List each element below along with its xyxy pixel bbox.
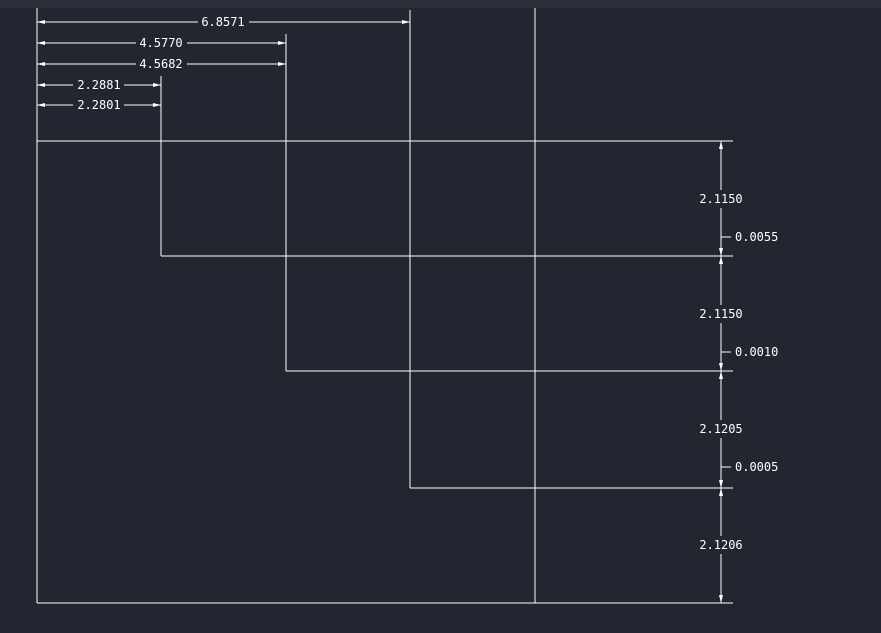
arrow-icon: [719, 248, 723, 256]
arrow-icon: [719, 141, 723, 149]
arrow-icon: [719, 595, 723, 603]
arrow-icon: [37, 41, 45, 45]
arrow-icon: [37, 103, 45, 107]
arrow-icon: [278, 62, 286, 66]
dimension-label: 4.5682: [139, 57, 182, 71]
arrow-icon: [37, 62, 45, 66]
dimension-label: 2.1205: [699, 422, 742, 436]
dimension-label: 2.1150: [699, 192, 742, 206]
arrow-icon: [37, 83, 45, 87]
arrow-icon: [37, 20, 45, 24]
arrow-icon: [153, 83, 161, 87]
dimension-label: 0.0010: [735, 345, 778, 359]
arrow-icon: [402, 20, 410, 24]
arrow-icon: [278, 41, 286, 45]
dimension-label: 2.1150: [699, 307, 742, 321]
drawing-geometry: [36, 8, 733, 604]
dimension-arrowheads: [37, 20, 723, 603]
arrow-icon: [719, 256, 723, 264]
arrow-icon: [719, 480, 723, 488]
arrow-icon: [719, 371, 723, 379]
arrow-icon: [719, 363, 723, 371]
dimension-labels: 6.8571 4.5770 4.5682 2.2881 2.2801 2.115…: [77, 15, 778, 552]
dimension-label: 2.1206: [699, 538, 742, 552]
dimension-label: 4.5770: [139, 36, 182, 50]
dimension-label: 0.0055: [735, 230, 778, 244]
dimension-label: 0.0005: [735, 460, 778, 474]
arrow-icon: [719, 488, 723, 496]
arrow-icon: [153, 103, 161, 107]
dimension-label: 2.2801: [77, 98, 120, 112]
dimension-label: 2.2881: [77, 78, 120, 92]
top-bar: [0, 0, 881, 8]
dimension-label: 6.8571: [201, 15, 244, 29]
